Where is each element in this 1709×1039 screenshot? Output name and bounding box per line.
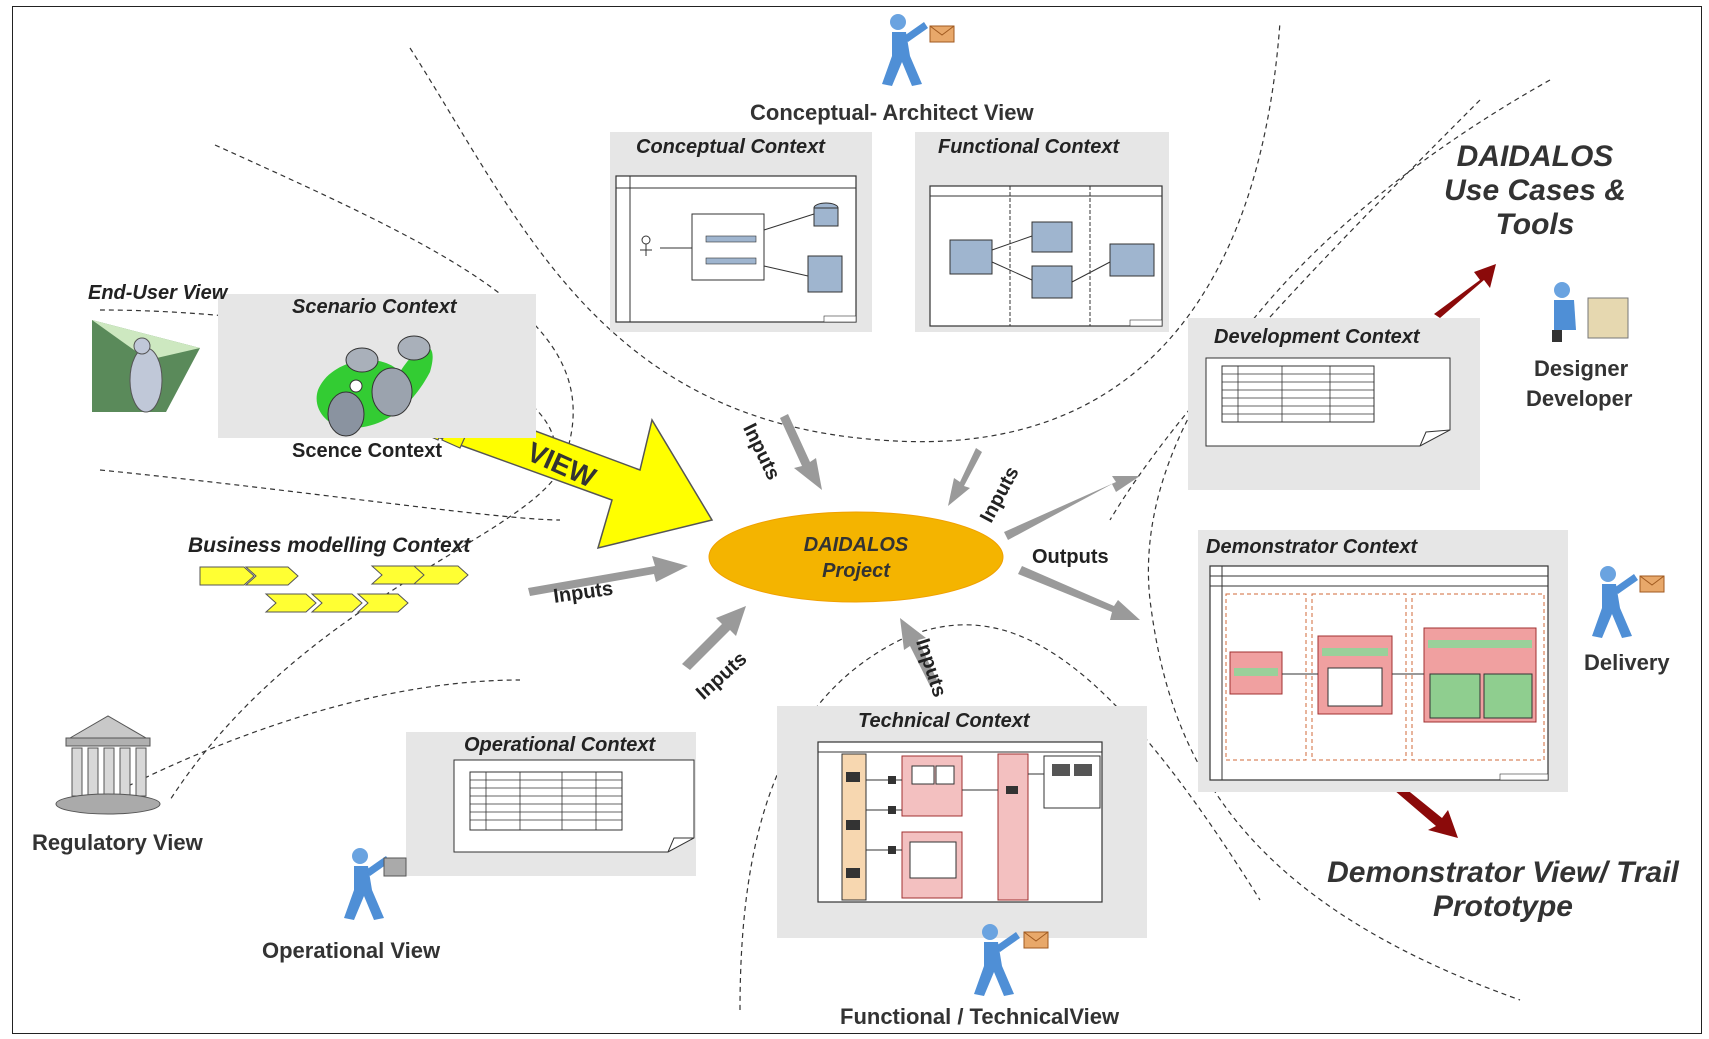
outputs-label: Outputs [1032, 546, 1109, 568]
regulatory-building [55, 715, 161, 815]
business-modelling-context-title: Business modelling Context [188, 534, 471, 557]
person-operational [344, 848, 407, 920]
demonstrator-view-label: Demonstrator View/ Trail Prototype [1300, 856, 1706, 924]
functional-technical-view-label: Functional / TechnicalView [840, 1004, 1120, 1029]
daidalos-project-ellipse [708, 511, 1004, 603]
operational-context-title: Operational Context [464, 734, 656, 756]
demonstrator-view-line-2: Prototype [1432, 890, 1573, 923]
demonstrator-view-line-1: Demonstrator View/ Trail [1327, 856, 1679, 889]
operational-context-diagram [453, 759, 695, 853]
scenario-context-title: Scenario Context [292, 296, 457, 318]
flow-arrows [528, 414, 1140, 686]
operational-view-label: Operational View [262, 938, 441, 963]
development-context-diagram [1205, 357, 1451, 447]
development-context-title: Development Context [1214, 326, 1420, 348]
business-chevrons [199, 565, 469, 613]
conceptual-context-title: Conceptual Context [636, 136, 825, 158]
use-cases-title: DAIDALOS Use Cases & Tools [1400, 140, 1670, 242]
project-label-line-2: Project [822, 560, 890, 582]
developer-label: Developer [1526, 386, 1633, 411]
person-delivery [1592, 566, 1665, 638]
project-label-line-1: DAIDALOS [803, 534, 909, 556]
technical-context-diagram [817, 741, 1103, 903]
dark-red-arrows [1394, 264, 1496, 838]
delivery-label: Delivery [1584, 650, 1670, 675]
demonstrator-context-diagram [1209, 565, 1549, 781]
designer-label: Designer [1534, 356, 1629, 381]
conceptual-context-diagram [615, 175, 857, 323]
demonstrator-context-title: Demonstrator Context [1206, 536, 1418, 558]
daidalos-project-label: DAIDALOS Project [780, 532, 932, 584]
use-cases-line-2: Use Cases & [1444, 174, 1626, 207]
designer-figure [1552, 282, 1629, 342]
scenario-figures [316, 335, 433, 437]
regulatory-view-label: Regulatory View [32, 830, 203, 855]
functional-context-title: Functional Context [938, 136, 1120, 158]
person-conceptual [882, 14, 955, 86]
diagram-frame [12, 6, 1702, 1034]
scence-context-label: Scence Context [292, 440, 443, 462]
conceptual-architect-view-label: Conceptual- Architect View [750, 100, 1034, 125]
technical-context-title: Technical Context [858, 710, 1030, 732]
end-user-view-label: End-User View [88, 282, 228, 304]
functional-context-diagram [929, 185, 1163, 327]
use-cases-line-1: DAIDALOS [1456, 140, 1614, 173]
end-user-figure [92, 320, 200, 413]
use-cases-line-3: Tools [1495, 208, 1575, 241]
